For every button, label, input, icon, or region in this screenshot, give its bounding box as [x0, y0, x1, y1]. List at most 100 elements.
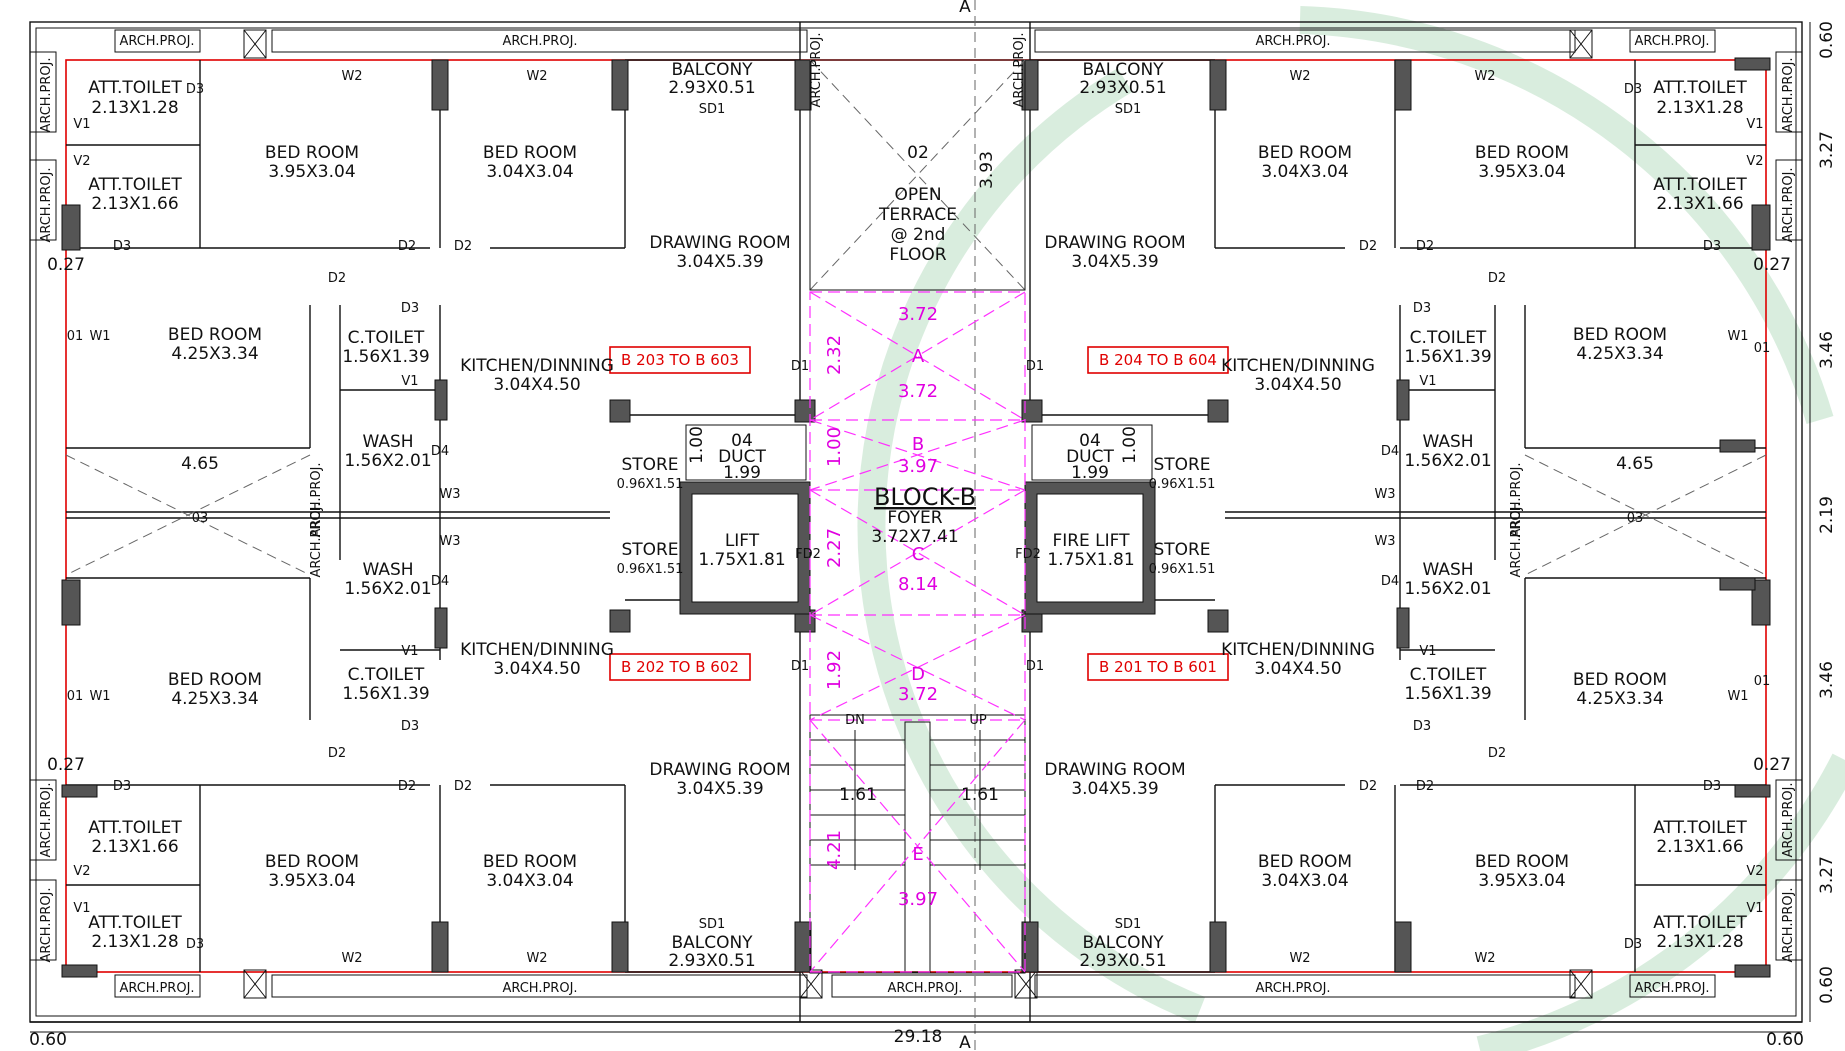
arch-proj-label: ARCH.PROJ. — [1255, 34, 1330, 49]
arch-proj-label: ARCH.PROJ. — [119, 981, 194, 996]
room-name: KITCHEN/DINNING — [460, 640, 614, 660]
arch-proj-vertical: ARCH.PROJ. — [39, 167, 54, 242]
window-tag: W3 — [1374, 487, 1395, 502]
section-marker-top: A — [959, 0, 971, 17]
room-dim: 1.56X1.39 — [342, 684, 429, 704]
lift-cores — [679, 424, 1156, 615]
duct-dim: 1.99 — [723, 463, 761, 483]
grid-dim: 3.97 — [898, 889, 938, 910]
arch-proj-vertical: ARCH.PROJ. — [1509, 502, 1524, 577]
stair-up: UP — [969, 713, 987, 728]
door-tag: D2 — [1488, 746, 1506, 761]
grid-label: E — [912, 844, 923, 865]
room-name: BED ROOM — [265, 143, 359, 163]
void-markers — [65, 454, 1767, 576]
void-tag: 03 — [192, 511, 209, 526]
door-tag: D3 — [186, 937, 204, 952]
room-dim: 3.04X4.50 — [1254, 375, 1341, 395]
room-name: KITCHEN/DINNING — [460, 356, 614, 376]
room-dim: 3.04X4.50 — [1254, 659, 1341, 679]
gap-dim: 0.27 — [47, 755, 85, 775]
room-dim: 2.93X0.51 — [668, 951, 755, 971]
room-dim: 3.04X5.39 — [676, 779, 763, 799]
window-tag: W2 — [1474, 69, 1495, 84]
staircase — [809, 714, 1026, 974]
lift-dim: 1.75X1.81 — [698, 550, 785, 570]
window-tag: W2 — [341, 69, 362, 84]
room-name: DRAWING ROOM — [1044, 760, 1185, 780]
door-tag: D3 — [113, 779, 131, 794]
room-dim: 2.93X0.51 — [1079, 951, 1166, 971]
room-name: STORE — [1153, 455, 1210, 475]
room-name: ATT.TOILET — [1653, 913, 1747, 933]
room-dim: 3.95X3.04 — [1478, 871, 1565, 891]
door-tag: D3 — [113, 239, 131, 254]
grid-dim-vertical: 2.27 — [824, 528, 845, 568]
stair-width: 1.61 — [961, 785, 999, 805]
vent-tag: V1 — [73, 901, 90, 916]
span-dim: 4.65 — [181, 454, 219, 474]
sliding-door-tag: SD1 — [699, 102, 726, 117]
arch-proj-vertical: ARCH.PROJ. — [1781, 887, 1796, 962]
room-dim: 3.95X3.04 — [268, 871, 355, 891]
room-dim: 3.95X3.04 — [1478, 162, 1565, 182]
room-name: BED ROOM — [168, 670, 262, 690]
window-tag: W1 — [1727, 689, 1748, 704]
columns — [61, 57, 1771, 978]
duct-number: 04 — [1079, 431, 1101, 451]
room-dim: 1.56X1.39 — [1404, 684, 1491, 704]
room-name: DRAWING ROOM — [649, 233, 790, 253]
grid-dim: 8.14 — [898, 574, 938, 595]
room-dim: 3.95X3.04 — [268, 162, 355, 182]
door-tag: D3 — [1624, 937, 1642, 952]
room-name: C.TOILET — [1410, 328, 1487, 348]
gap-dim: 0.27 — [47, 255, 85, 275]
arch-proj-vertical: ARCH.PROJ. — [1781, 57, 1796, 132]
room-name: BED ROOM — [483, 852, 577, 872]
room-name: BED ROOM — [1475, 143, 1569, 163]
duct-name: DUCT — [718, 447, 766, 467]
dim-bottom-total: 29.18 — [894, 1027, 943, 1047]
room-dim: 2.13X1.28 — [91, 98, 178, 118]
grid-dim: 3.72 — [898, 684, 938, 705]
room-name: C.TOILET — [1410, 665, 1487, 685]
room-name: ATT.TOILET — [1653, 175, 1747, 195]
room-dim: 2.13X1.28 — [1656, 932, 1743, 952]
arch-proj-vertical: ARCH.PROJ. — [1509, 462, 1524, 537]
room-dim: 4.25X3.34 — [1576, 344, 1663, 364]
room-dim: 0.96X1.51 — [1149, 562, 1216, 577]
door-tag: D3 — [401, 719, 419, 734]
grid-dim-vertical: 1.00 — [824, 427, 845, 467]
room-dim: 1.56X1.39 — [1404, 347, 1491, 367]
arch-proj-vertical: ARCH.PROJ. — [39, 887, 54, 962]
room-dim: 3.04X3.04 — [486, 871, 573, 891]
room-dim: 2.13X1.28 — [91, 932, 178, 952]
room-dim: 3.04X5.39 — [676, 252, 763, 272]
room-name: C.TOILET — [348, 328, 425, 348]
opening-tag: 01 — [1754, 341, 1771, 356]
terrace-line: @ 2nd — [891, 225, 946, 245]
room-dim: 2.93X0.51 — [668, 78, 755, 98]
dim-right: 2.19 — [1817, 496, 1837, 534]
door-tag: D2 — [398, 779, 416, 794]
door-tag: D3 — [1703, 779, 1721, 794]
room-dim: 4.25X3.34 — [1576, 689, 1663, 709]
arch-proj-label: ARCH.PROJ. — [119, 34, 194, 49]
gap-dim: 0.27 — [1753, 255, 1791, 275]
vent-tag: V1 — [1746, 901, 1763, 916]
dim-bottom-left: 0.60 — [29, 1030, 67, 1050]
arch-proj-vertical: ARCH.PROJ. — [39, 57, 54, 132]
room-dim: 3.04X5.39 — [1071, 779, 1158, 799]
fd2-label: FD2 — [795, 547, 821, 562]
unit-tag: B 201 TO B 601 — [1099, 658, 1217, 676]
room-dim: 2.13X1.66 — [91, 837, 178, 857]
room-dim: 1.56X2.01 — [1404, 579, 1491, 599]
window-tag: W3 — [439, 534, 460, 549]
arch-proj-label: ARCH.PROJ. — [1634, 34, 1709, 49]
gap-dim: 0.27 — [1753, 755, 1791, 775]
room-dim: 3.04X4.50 — [493, 375, 580, 395]
room-dim: 0.96X1.51 — [617, 477, 684, 492]
door-tag: D3 — [1624, 82, 1642, 97]
door-tag: D3 — [1703, 239, 1721, 254]
arch-proj-vertical: ARCH.PROJ. — [1781, 782, 1796, 857]
